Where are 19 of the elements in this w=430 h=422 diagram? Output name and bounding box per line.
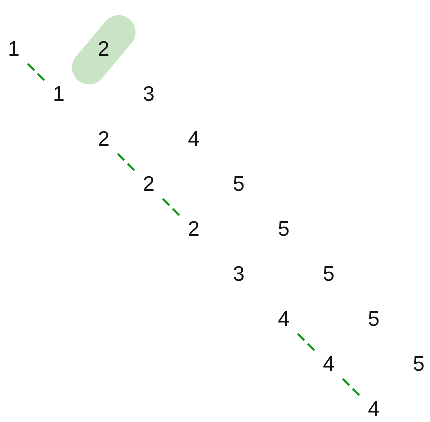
number: 5 xyxy=(409,352,429,378)
number: 5 xyxy=(274,217,294,243)
number: 5 xyxy=(229,172,249,198)
number: 3 xyxy=(229,262,249,288)
number: 4 xyxy=(319,352,339,378)
number: 4 xyxy=(274,307,294,333)
number: 4 xyxy=(364,397,384,422)
number: 5 xyxy=(364,307,384,333)
number: 2 xyxy=(94,127,114,153)
dashed-connector xyxy=(162,198,181,217)
number: 5 xyxy=(319,262,339,288)
number: 1 xyxy=(4,37,24,63)
number: 2 xyxy=(139,172,159,198)
number: 4 xyxy=(184,127,204,153)
dashed-connector xyxy=(117,153,136,172)
dashed-connector xyxy=(27,63,46,82)
dashed-connector xyxy=(297,333,316,352)
dashed-connector xyxy=(342,378,361,397)
number: 2 xyxy=(184,217,204,243)
